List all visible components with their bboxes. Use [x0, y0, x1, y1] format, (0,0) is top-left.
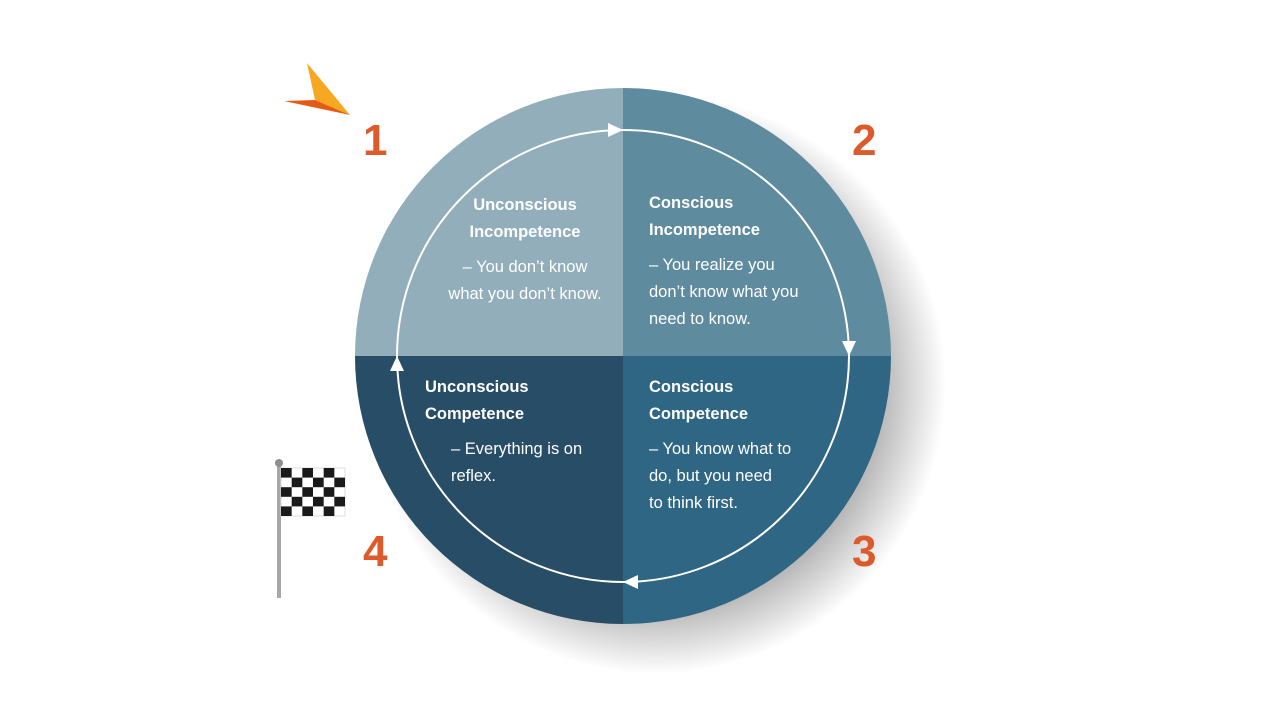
step-number-1: 1: [363, 116, 388, 165]
quadrant-2-segment: [623, 88, 891, 356]
cycle-arrow-right: [842, 341, 856, 356]
cycle-arrow-bottom: [623, 575, 638, 589]
quadrant-4-description: – Everything is on reflex.: [451, 440, 583, 485]
cycle-arrow-left: [390, 356, 404, 371]
step-number-2: 2: [852, 116, 877, 165]
arrow-cursor-icon: [284, 63, 350, 115]
quadrant-1-text: Unconscious Incompetence – You don’t kno…: [420, 192, 630, 308]
quadrant-2-text: Conscious Incompetence – You realize you…: [649, 190, 849, 333]
quadrant-1-description: – You don’t know what you don’t know.: [448, 258, 602, 303]
quadrant-3-description: – You know what to do, but you need to t…: [649, 440, 792, 512]
quadrant-4-text: Unconscious Competence – Everything is o…: [425, 374, 625, 490]
quadrant-4-title: Unconscious Competence: [425, 378, 529, 423]
checkered-flag-icon: [275, 459, 346, 598]
quadrant-3-segment: [623, 356, 891, 624]
quadrant-2-title: Conscious Incompetence: [649, 194, 760, 239]
quadrant-1-title: Unconscious Incompetence: [469, 196, 581, 241]
quadrant-2-description: – You realize you don’t know what you ne…: [649, 256, 799, 328]
cycle-arrow-top: [608, 123, 623, 137]
quadrant-1-segment: [355, 88, 623, 356]
quadrant-3-text: Conscious Competence – You know what to …: [649, 374, 849, 517]
quadrant-3-title: Conscious Competence: [649, 378, 749, 423]
quadrant-4-segment: [355, 356, 623, 624]
step-number-4: 4: [363, 527, 388, 576]
step-number-3: 3: [852, 527, 877, 576]
